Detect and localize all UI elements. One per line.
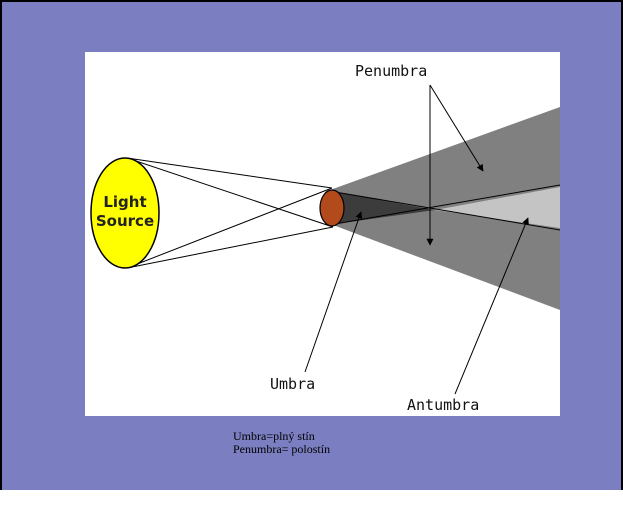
antumbra-label: Antumbra (407, 396, 479, 414)
light-ray (127, 158, 332, 188)
umbra-label: Umbra (270, 375, 315, 393)
umbra-pointer-arrow (305, 212, 361, 372)
penumbra-label: Penumbra (355, 62, 427, 80)
slide-background: Light Source Penumbra Umbra Antumbra Umb… (0, 0, 623, 490)
light-source-label-line2: Source (96, 212, 154, 230)
light-source-label-line1: Light (103, 193, 146, 211)
caption-line-penumbra: Penumbra= polostín (233, 443, 330, 456)
light-ray (127, 227, 333, 268)
occluding-object (320, 190, 344, 226)
shadow-diagram: Light Source Penumbra Umbra Antumbra (85, 52, 560, 416)
caption: Umbra=plný stín Penumbra= polostín (233, 430, 330, 456)
shadow-diagram-panel: Light Source Penumbra Umbra Antumbra (85, 52, 560, 416)
